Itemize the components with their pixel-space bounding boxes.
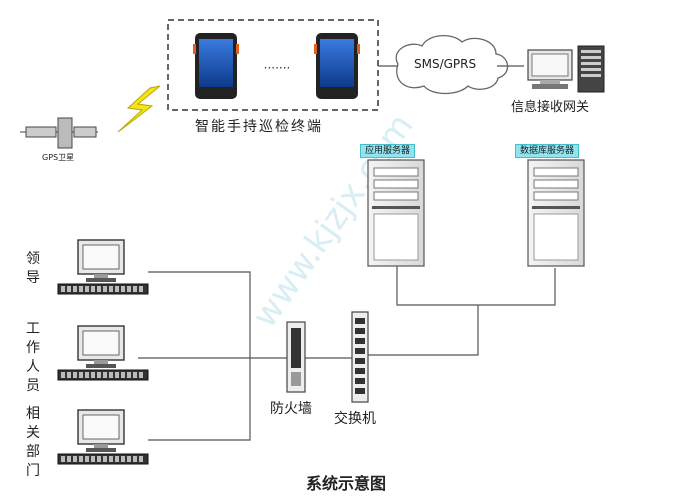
line-switch-servers [368, 305, 479, 356]
handheld-group-label: 智能手持巡检终端 [195, 119, 323, 135]
firewall-label: 防火墙 [270, 401, 312, 417]
gateway-label: 信息接收网关 [511, 100, 590, 115]
handheld-terminal-2 [314, 33, 360, 99]
wireless-signal-icon [117, 85, 161, 133]
app-server-icon [367, 159, 425, 267]
line-client-1 [148, 271, 251, 358]
gps-label: GPS卫星 [42, 153, 75, 162]
gps-satellite-icon [20, 117, 98, 149]
client-computer-icon [57, 409, 149, 465]
client-label-departments: 相关部门 [26, 406, 40, 479]
client-label-leaders: 领导 [26, 251, 40, 286]
firewall-icon [286, 321, 306, 393]
handheld-group-box [167, 19, 379, 111]
connection-lines [138, 265, 556, 441]
client-computer-icon [57, 325, 149, 381]
db-server-label: 数据库服务器 [515, 144, 580, 158]
sms-gprs-cloud [395, 35, 509, 95]
gateway-computer-icon [527, 45, 605, 93]
db-server-icon [527, 159, 585, 267]
handheld-terminal-1 [193, 33, 239, 99]
client-computer-icon [57, 239, 149, 295]
switch-label: 交换机 [334, 411, 376, 427]
line-server-link [396, 265, 556, 306]
client-label-staff: 工作人员 [26, 321, 40, 394]
app-server-label: 应用服务器 [360, 144, 416, 158]
diagram-caption: 系统示意图 [306, 474, 387, 493]
switch-icon [351, 311, 369, 403]
handheld-ellipsis: ······· [264, 61, 291, 75]
line-client-3 [148, 358, 251, 441]
cloud-label: SMS/GPRS [414, 57, 477, 71]
